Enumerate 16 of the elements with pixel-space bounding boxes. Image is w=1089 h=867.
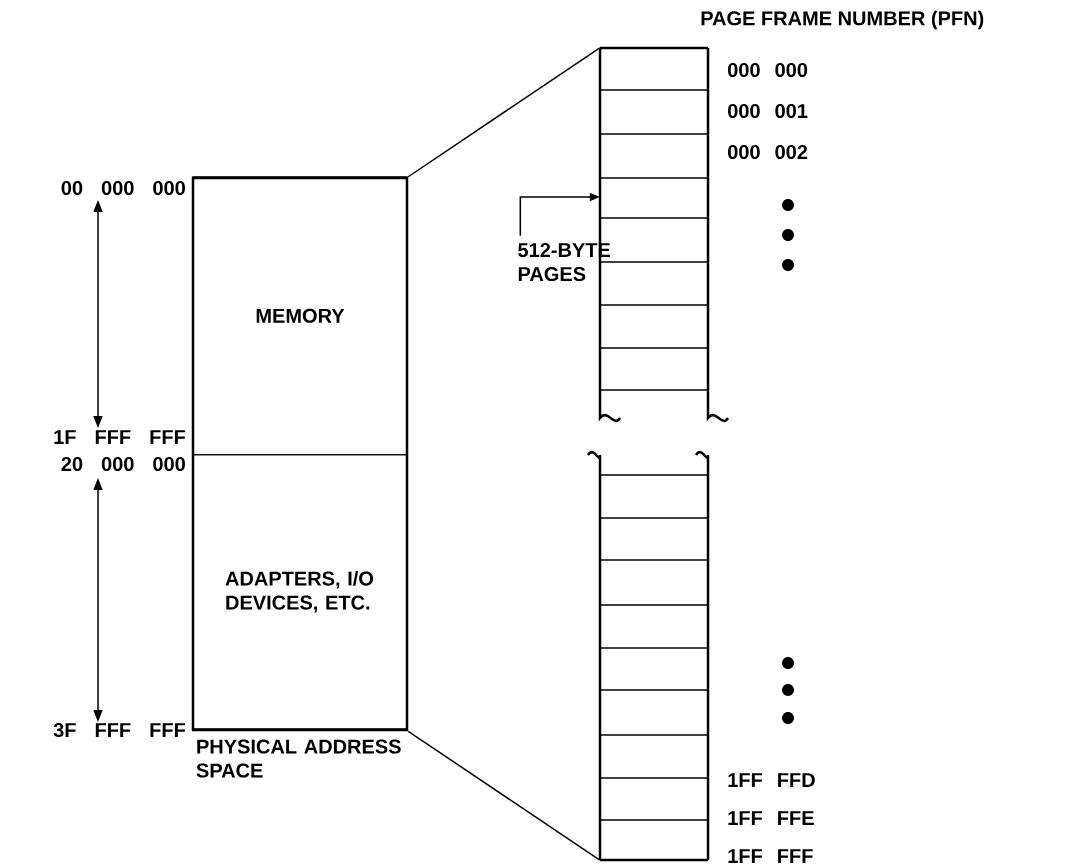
memory-region: MEMORY (192, 176, 408, 456)
zoom-line (407, 47, 601, 178)
zoom-line (407, 730, 601, 861)
address-label: 20 000 000 (61, 456, 185, 472)
address-space-box (191, 176, 409, 732)
address-label: 000 001 (728, 103, 808, 119)
node-label: PHYSICAL ADDRESS SPACE (196, 739, 401, 778)
address-label: 1FF FFD (728, 773, 815, 787)
address-label: 1FF FFF (728, 849, 813, 863)
adapters-region: ADAPTERS, I/O DEVICES, ETC. (192, 454, 408, 730)
address-label: 3F FFF FFF (53, 722, 186, 738)
heading: PAGE FRAME NUMBER (PFN) (701, 10, 984, 30)
address-label: 1F FFF FFF (54, 430, 186, 444)
address-label: 1FF FFE (728, 811, 814, 825)
address-label: 000 000 (728, 62, 808, 78)
address-label: 000 002 (728, 144, 808, 160)
